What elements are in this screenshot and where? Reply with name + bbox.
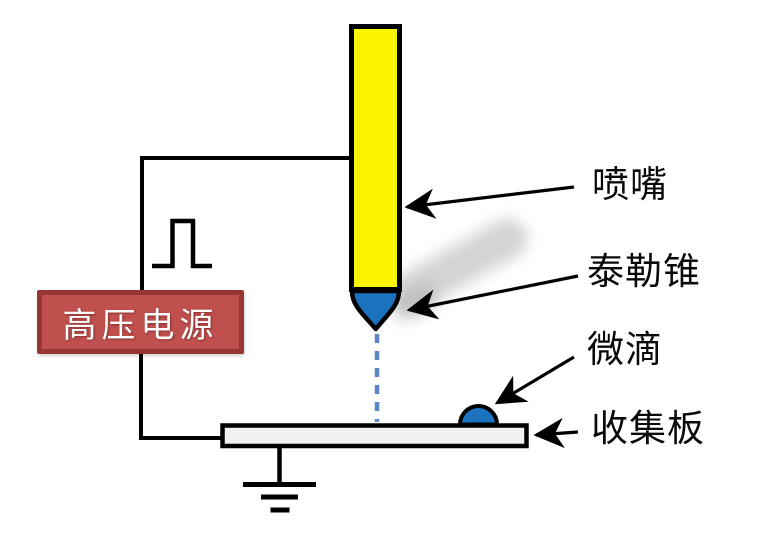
taylor-cone-arrow <box>406 274 579 320</box>
collector-plate <box>220 423 529 449</box>
wire-supply-to-plate <box>139 352 222 440</box>
nozzle-body <box>349 24 402 292</box>
nozzle-label: 喷嘴 <box>592 165 668 206</box>
pulse-signal-icon <box>152 218 212 269</box>
power-supply-box: 高压电源 <box>37 290 244 354</box>
taylor-cone <box>349 288 402 332</box>
ground-symbol-icon <box>243 446 316 513</box>
droplet <box>458 404 499 427</box>
taylor-cone-label: 泰勒锥 <box>587 252 701 293</box>
wire-supply-to-nozzle <box>140 156 351 292</box>
collector-plate-arrow <box>533 417 579 449</box>
droplet-arrow <box>494 355 575 405</box>
droplet-label: 微滴 <box>587 330 663 371</box>
nozzle-shadow <box>388 218 528 322</box>
collector-plate-label: 收集板 <box>591 409 705 450</box>
nozzle-arrow <box>404 185 575 219</box>
power-supply-label: 高压电源 <box>62 307 219 345</box>
